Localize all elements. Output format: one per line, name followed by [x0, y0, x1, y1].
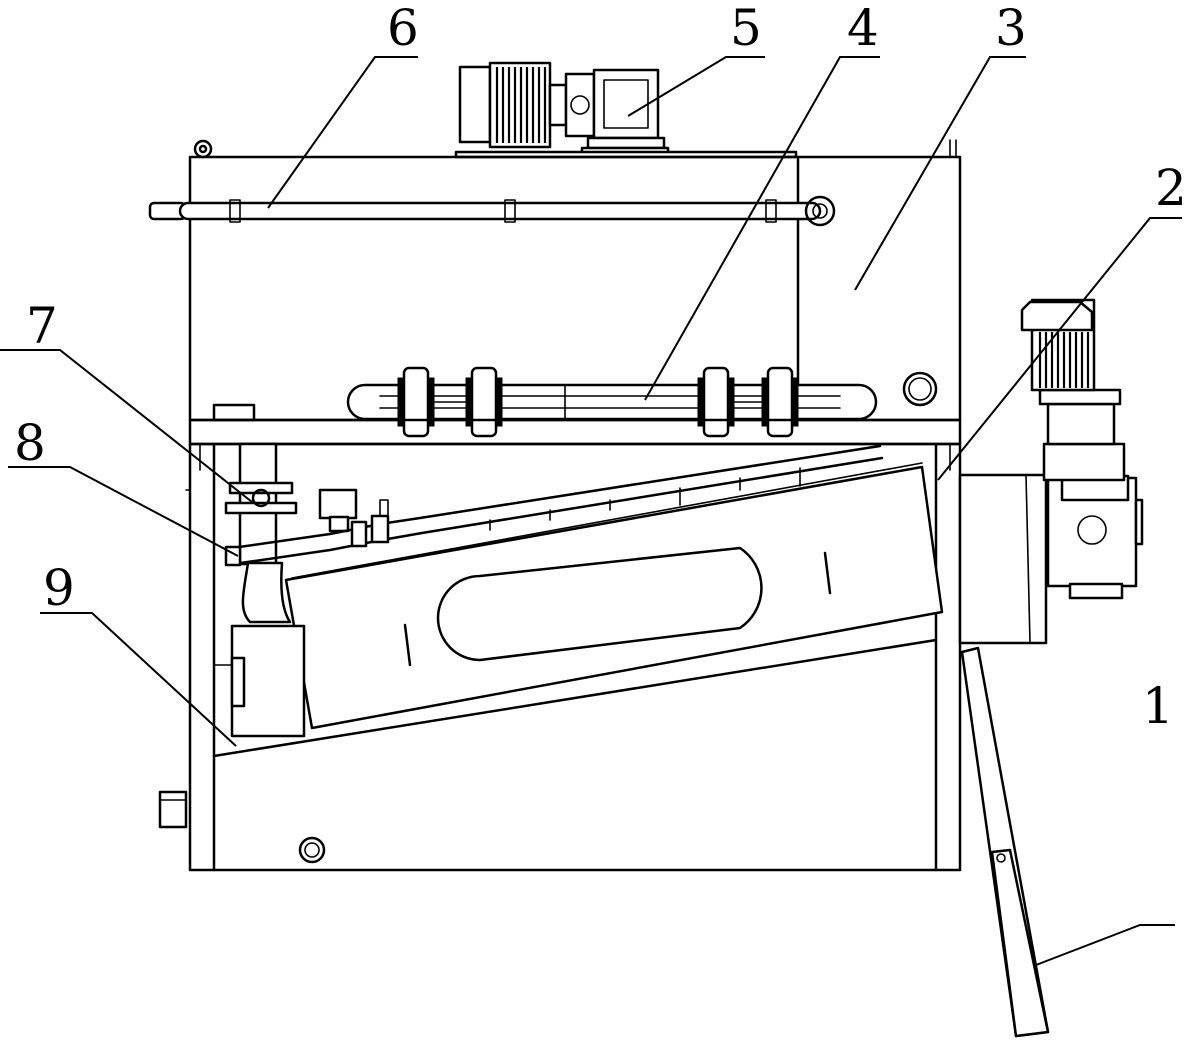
label-6: 6 [387, 0, 419, 57]
label-9: 9 [43, 559, 75, 617]
label-3: 3 [995, 0, 1027, 57]
screw-drum [230, 462, 1048, 738]
gear-shaft [346, 366, 878, 438]
label-5: 5 [730, 0, 762, 57]
spray-pipe [148, 195, 836, 227]
label-1: 1 [1142, 677, 1174, 735]
flush-line [224, 444, 884, 567]
top-gear-motor [454, 61, 798, 159]
upper-tank [188, 139, 962, 422]
label-4: 4 [847, 0, 879, 57]
label-2: 2 [1155, 159, 1187, 217]
label-8: 8 [14, 414, 46, 472]
leader-lines [0, 56, 1182, 966]
reference-labels: 1 2 3 4 5 6 7 8 9 [14, 0, 1187, 735]
label-7: 7 [26, 297, 58, 355]
inlet-pipe [224, 442, 298, 624]
lower-frame [158, 403, 962, 872]
side-drive-motor [1020, 298, 1144, 600]
discharge-chute [960, 646, 1050, 1038]
